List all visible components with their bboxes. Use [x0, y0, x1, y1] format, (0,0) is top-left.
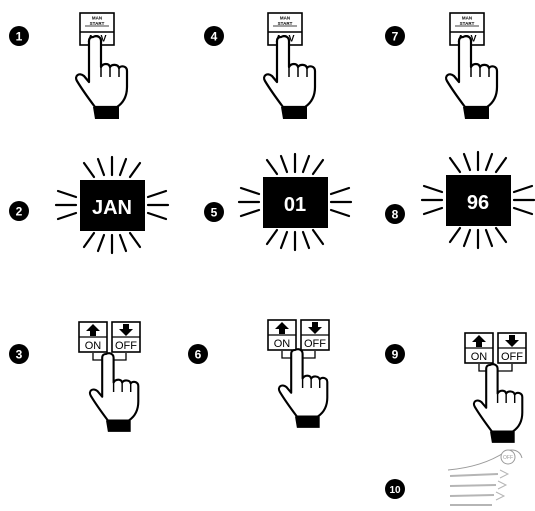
- step-number-3: 3: [16, 348, 23, 362]
- step-10: 10 OFF: [385, 450, 522, 505]
- on-button-label: ON: [85, 340, 102, 352]
- step-3: 3 ON OFF: [9, 322, 140, 432]
- dial-off-label: OFF: [503, 455, 513, 461]
- step-number-6: 6: [195, 348, 202, 362]
- adv-button-man-label: MAN: [92, 16, 102, 21]
- pressing-hand-icon: [474, 364, 522, 443]
- step-7: 7 MAN START ADV: [385, 13, 497, 119]
- on-button-label: ON: [471, 351, 488, 363]
- step-number-10: 10: [389, 485, 401, 496]
- adv-button-man-label: MAN: [462, 16, 472, 21]
- adv-button-man-label: MAN: [280, 16, 290, 21]
- step-number-5: 5: [211, 206, 218, 220]
- off-button-label: OFF: [304, 338, 326, 350]
- month-display-value: JAN: [92, 197, 132, 219]
- step-9: 9 ON OFF: [385, 333, 526, 443]
- off-button-label: OFF: [115, 340, 137, 352]
- step-number-9: 9: [392, 348, 399, 362]
- step-4: 4 MAN START ADV: [204, 13, 315, 119]
- step-8: 8 96: [385, 152, 534, 248]
- adv-button-start-label: START: [90, 21, 105, 26]
- program-dial[interactable]: OFF: [448, 450, 522, 505]
- adv-button-start-label: START: [278, 21, 293, 26]
- adv-button-start-label: START: [460, 21, 475, 26]
- step-6: 6 ON OFF: [188, 320, 329, 428]
- pressing-hand-icon: [76, 36, 127, 119]
- day-display-value: 01: [284, 194, 306, 216]
- pressing-hand-icon: [90, 353, 138, 432]
- pressing-hand-icon: [264, 36, 315, 119]
- step-1: 1 MAN START ADV: [9, 13, 127, 119]
- off-button-label: OFF: [501, 351, 523, 363]
- step-number-1: 1: [16, 30, 23, 44]
- step-2: 2 JAN: [9, 157, 168, 253]
- on-button-label: ON: [274, 338, 291, 350]
- step-number-8: 8: [392, 208, 399, 222]
- pressing-hand-icon: [279, 349, 327, 428]
- step-number-4: 4: [211, 30, 218, 44]
- year-display-value: 96: [467, 192, 489, 214]
- step-number-7: 7: [392, 30, 399, 44]
- pressing-hand-icon: [446, 36, 497, 119]
- step-5: 5 01: [204, 154, 351, 250]
- step-number-2: 2: [16, 205, 23, 219]
